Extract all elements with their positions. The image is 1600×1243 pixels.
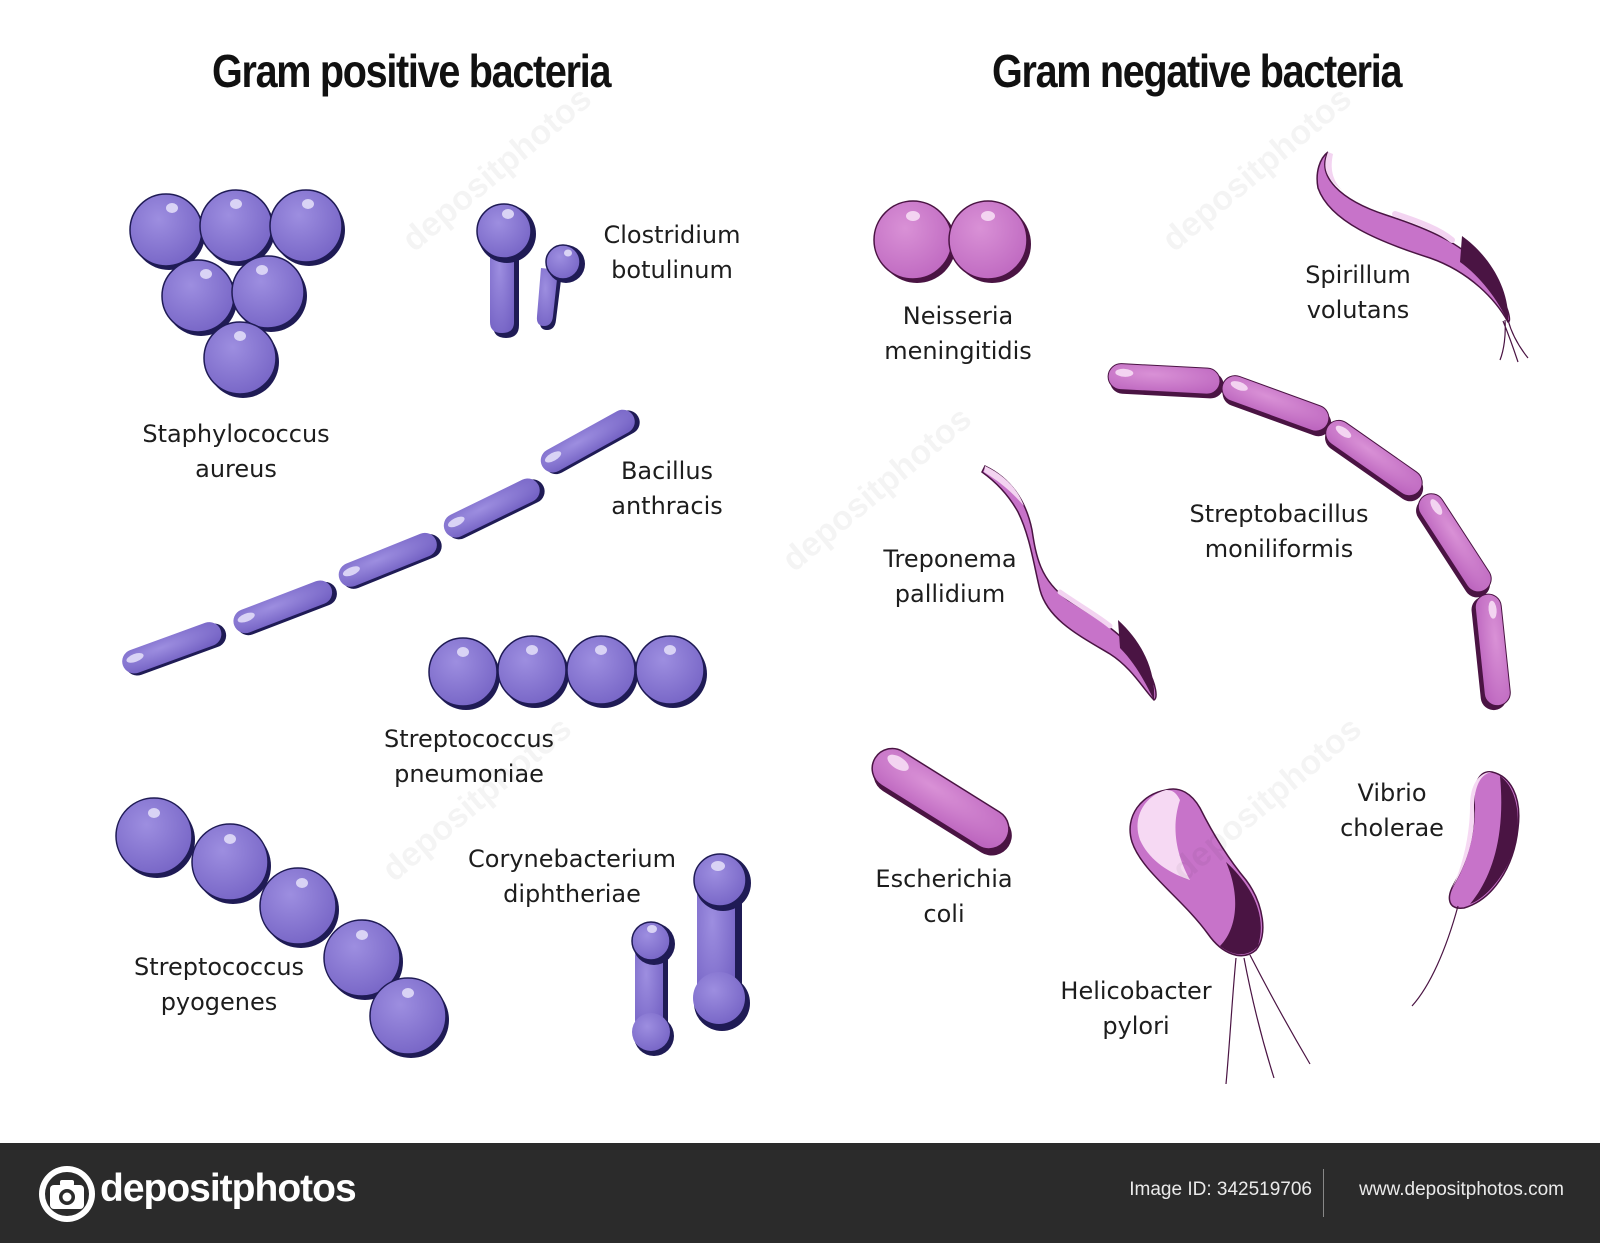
bacteria-illustration bbox=[115, 151, 1529, 1085]
bacillus-chain bbox=[122, 409, 640, 676]
streptobacillus-chain bbox=[1107, 363, 1511, 711]
strep-pyogenes-chain bbox=[115, 797, 449, 1058]
footer-bar: depositphotos Image ID: 342519706 www.de… bbox=[0, 1143, 1600, 1243]
gram-positive-heading: Gram positive bacteria bbox=[212, 45, 611, 97]
escherichia-cell bbox=[871, 747, 1012, 856]
brand-name[interactable]: depositphotos bbox=[100, 1167, 357, 1210]
site-url[interactable]: www.depositphotos.com bbox=[1359, 1179, 1564, 1200]
vibrio-cell bbox=[1411, 771, 1520, 1007]
gram-negative-heading: Gram negative bacteria bbox=[992, 45, 1402, 97]
corynebacterium-cells bbox=[631, 853, 751, 1056]
helicobacter-cell bbox=[1129, 788, 1311, 1085]
neisseria-diplococcus bbox=[873, 200, 1031, 283]
treponema-cell bbox=[981, 465, 1157, 701]
spirillum-cell bbox=[1316, 151, 1529, 363]
camera-logo-icon bbox=[39, 1166, 95, 1222]
strep-pneumoniae-chain bbox=[428, 635, 707, 710]
clostridium-cells bbox=[476, 203, 585, 338]
image-id: Image ID: 342519706 bbox=[1129, 1179, 1312, 1200]
staphylococcus-cluster bbox=[129, 189, 345, 398]
footer-divider bbox=[1323, 1169, 1324, 1217]
